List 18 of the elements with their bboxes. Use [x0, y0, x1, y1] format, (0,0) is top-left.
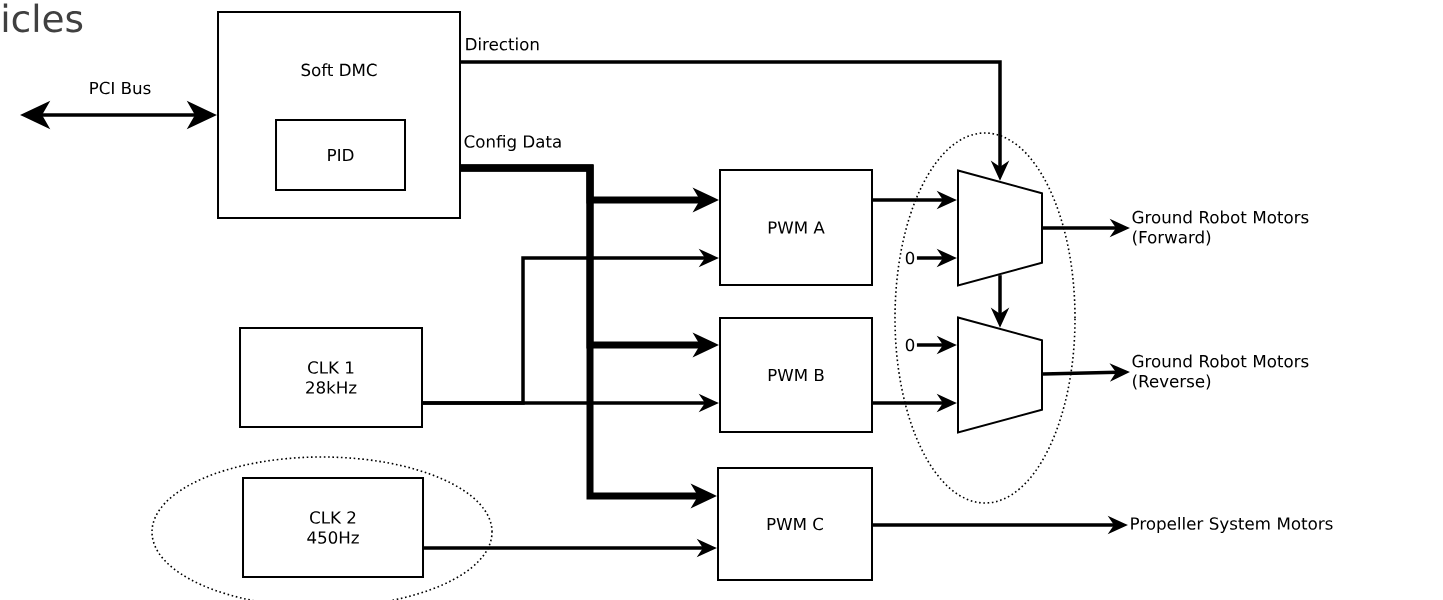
- block-box: CLK 1 28kHz: [239, 327, 423, 428]
- output-label: Ground Robot Motors (Forward): [1132, 210, 1309, 246]
- block-box: PWM C: [717, 467, 873, 581]
- edge-label: Direction: [463, 36, 542, 52]
- block-box: PWM B: [719, 317, 873, 433]
- dotted-ellipse: [894, 132, 1076, 504]
- heading-fragment: icles: [3, 3, 83, 33]
- output-label: Propeller System Motors: [1131, 516, 1333, 534]
- edge-label: PCI Bus: [87, 80, 153, 96]
- block-box: PWM A: [719, 169, 873, 286]
- edge-label: Config Data: [462, 133, 564, 153]
- multiplexer-symbol: [957, 316, 1043, 434]
- block-box: CLK 2 450Hz: [242, 477, 424, 578]
- multiplexer-symbol: [957, 169, 1043, 287]
- output-label: Ground Robot Motors (Reverse): [1132, 354, 1309, 390]
- input-value: 0: [905, 338, 915, 352]
- input-value: 0: [905, 251, 915, 265]
- block-box: PID: [275, 119, 406, 191]
